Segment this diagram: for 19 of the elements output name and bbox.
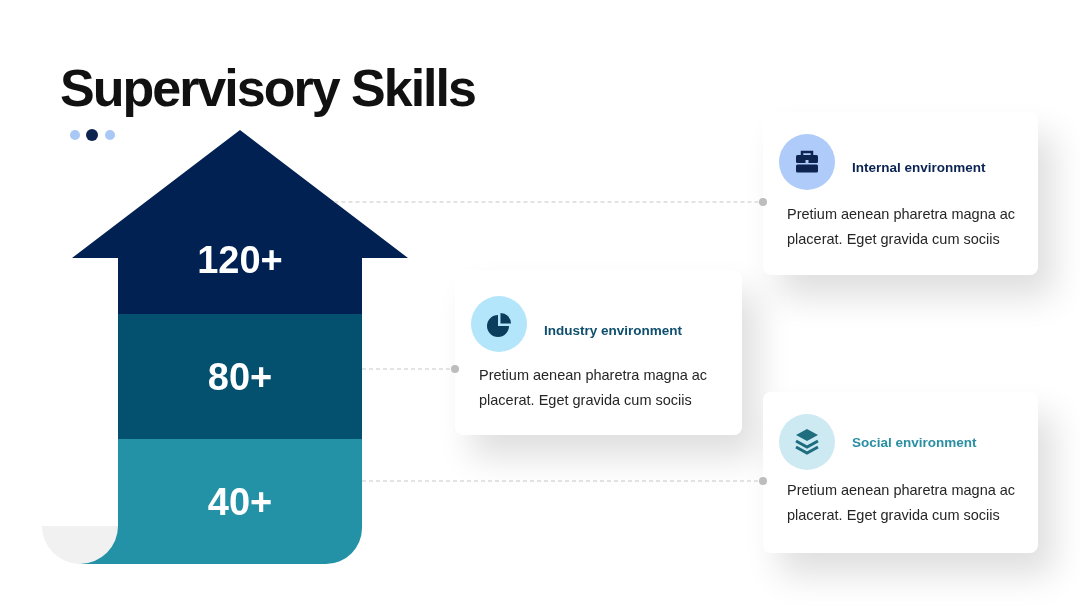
arrow-tail-segment: [42, 439, 362, 564]
card-text: Pretium aenean pharetra magna ac placerat. Eget gravida cum sociis: [479, 366, 709, 410]
info-card: [763, 112, 1038, 275]
card-text: Pretium aenean pharetra magna ac placerat. Eget gravida cum sociis: [787, 481, 1017, 525]
leader-line: [361, 365, 459, 373]
card-title: Internal environment: [852, 159, 986, 177]
arrow-head-segment: [72, 130, 408, 314]
stat-number: 120+: [197, 238, 283, 282]
arrow-segment: [118, 314, 362, 439]
info-card: [455, 270, 742, 435]
slide-title: Supervisory Skills: [60, 58, 475, 118]
leader-line: [333, 198, 767, 206]
info-card: [763, 392, 1038, 553]
card-title: Social environment: [852, 434, 977, 452]
stat-number: 80+: [207, 354, 273, 399]
leader-line: [361, 477, 767, 485]
card-text: Pretium aenean pharetra magna ac placerat. Eget gravida cum sociis: [787, 205, 1017, 249]
card-title: Industry environment: [544, 322, 683, 340]
stat-number: 40+: [207, 479, 273, 524]
